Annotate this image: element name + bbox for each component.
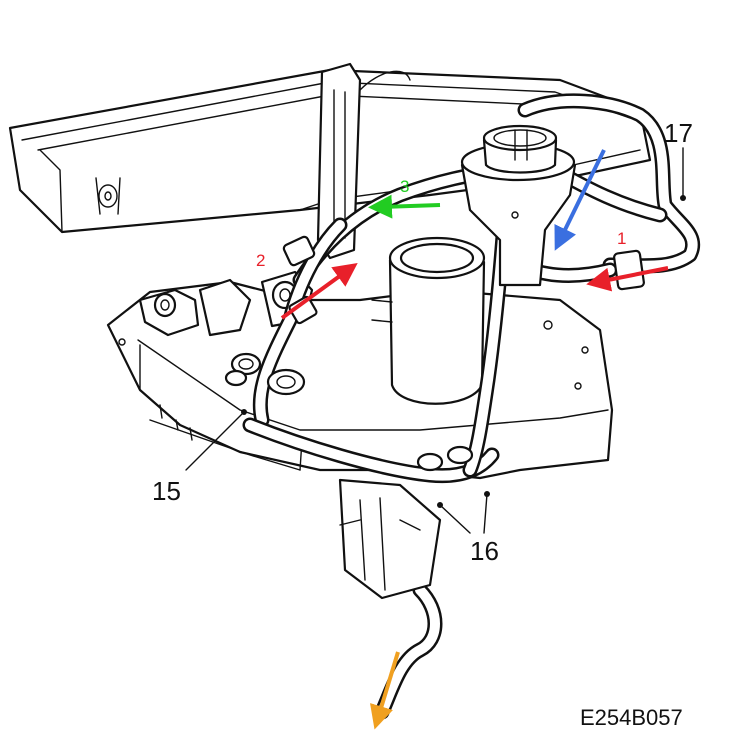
- flow-arrow-blue: [554, 149, 606, 251]
- flow-arrow-3-label: 3: [400, 177, 409, 196]
- hose-clamps: [224, 235, 645, 472]
- callout-15: 15: [152, 476, 181, 506]
- flow-arrow-1-label: 1: [617, 229, 626, 248]
- flow-arrow-3: [368, 194, 441, 219]
- flow-arrow-orange: [369, 651, 400, 730]
- lower-outlet-block: [338, 478, 442, 600]
- pressure-cap-housing: [460, 124, 577, 287]
- callout-17: 17: [664, 118, 693, 148]
- tank-filler-neck: [371, 236, 486, 405]
- callout-leaders: [185, 147, 686, 534]
- callout-16: 16: [470, 536, 499, 566]
- flow-arrow-2-label: 2: [256, 251, 265, 270]
- figure-code: E254B057: [580, 705, 683, 730]
- flow-arrows: [280, 149, 669, 730]
- flow-arrow-1: [586, 266, 669, 292]
- flow-arrow-2: [280, 262, 358, 320]
